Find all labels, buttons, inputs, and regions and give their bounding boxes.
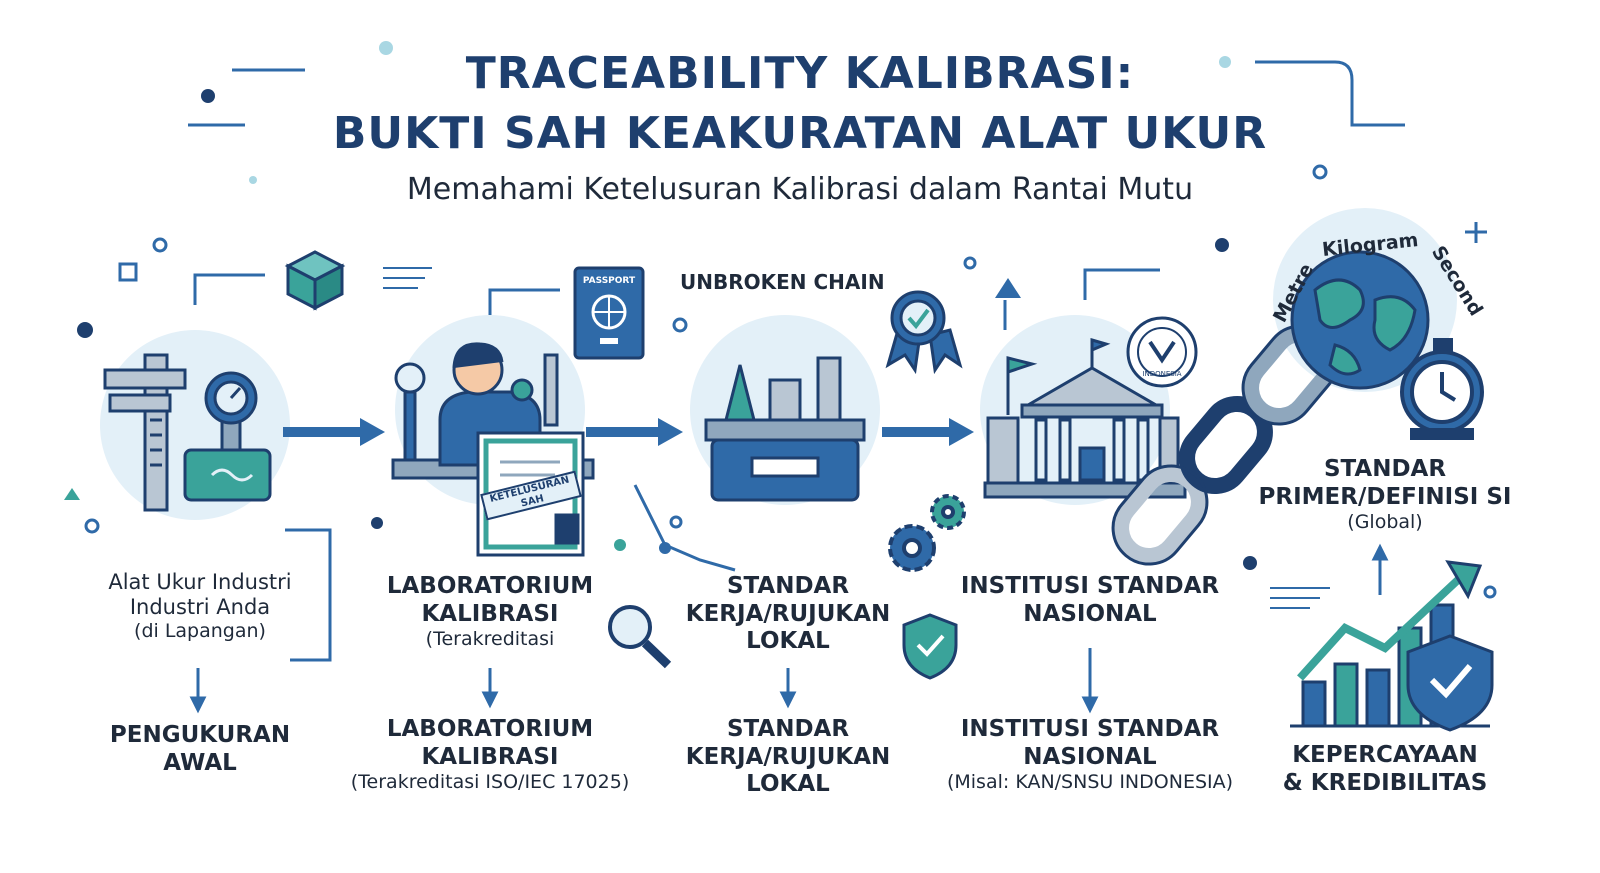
growth-chart-icon xyxy=(1290,560,1494,732)
pressure-gauge-icon xyxy=(183,371,272,502)
page-title-line-2: BUKTI SAH KEAKURATAN ALAT UKUR xyxy=(332,108,1268,159)
step5-upper-line-3: (Global) xyxy=(1347,511,1423,534)
step3-lower-line-2: KERJA/RUJUKAN xyxy=(685,743,891,770)
step1-lower-line-2: AWAL xyxy=(163,749,237,776)
step2-lower-label: LABORATORIUM KALIBRASI (Terakreditasi IS… xyxy=(335,716,645,794)
dots xyxy=(77,89,1257,570)
down-arrows xyxy=(189,543,1389,714)
gears-icon xyxy=(888,494,966,572)
step1-upper-line-3: (di Lapangan) xyxy=(134,620,266,643)
svg-text:INDONESIA: INDONESIA xyxy=(1142,370,1181,378)
caliper-icon xyxy=(103,353,187,512)
step4-upper-line-2: NASIONAL xyxy=(1023,600,1157,627)
step5-lower-line-1: KEPERCAYAAN xyxy=(1292,742,1478,768)
step3-upper-label: STANDAR KERJA/RUJUKAN LOKAL xyxy=(668,573,908,656)
stopwatch-icon xyxy=(1400,338,1484,440)
step3-lower-line-1: STANDAR xyxy=(726,716,850,742)
award-badge-icon xyxy=(885,290,963,375)
step2-lower-line-2: KALIBRASI xyxy=(421,743,559,770)
step5-lower-line-2: & KREDIBILITAS xyxy=(1282,769,1488,796)
step2-upper-line-3: (Terakreditasi xyxy=(425,628,555,651)
step4-upper-label: INSTITUSI STANDAR NASIONAL xyxy=(950,573,1230,628)
passport-icon xyxy=(573,266,645,360)
page-title-line-1: TRACEABILITY KALIBRASI: xyxy=(465,48,1135,99)
step4-lower-line-1: INSTITUSI STANDAR xyxy=(960,716,1220,742)
unbroken-chain-label: UNBROKEN CHAIN xyxy=(680,270,885,294)
step3-upper-line-3: LOKAL xyxy=(746,628,830,655)
step3-upper-line-1: STANDAR xyxy=(726,573,850,599)
seal-icon: INDONESIA xyxy=(1126,316,1198,388)
step4-lower-label: INSTITUSI STANDAR NASIONAL (Misal: KAN/S… xyxy=(930,716,1250,794)
step5-upper-line-2: PRIMER/DEFINISI SI xyxy=(1258,483,1512,510)
step4-lower-line-3: (Misal: KAN/SNSU INDONESIA) xyxy=(946,771,1234,794)
step1-upper-line-2: Industri Anda xyxy=(129,595,271,620)
step3-lower-label: STANDAR KERJA/RUJUKAN LOKAL xyxy=(668,716,908,799)
step1-lower-line-1: PENGUKURAN xyxy=(109,722,291,748)
step5-upper-label: STANDAR PRIMER/DEFINISI SI (Global) xyxy=(1250,456,1520,534)
step4-lower-line-2: NASIONAL xyxy=(1023,743,1157,770)
globe-icon xyxy=(1290,250,1430,390)
step1-upper-line-1: Alat Ukur Industri xyxy=(108,570,292,594)
light-dots xyxy=(249,41,1231,551)
standards-tray-icon xyxy=(704,356,866,502)
step2-lower-line-1: LABORATORIUM xyxy=(386,716,594,742)
step3-lower-line-3: LOKAL xyxy=(746,771,830,798)
step1-upper-label: Alat Ukur Industri Industri Anda (di Lap… xyxy=(75,570,325,643)
magnifier-icon xyxy=(608,605,672,669)
square-icon xyxy=(118,262,138,282)
step2-upper-line-2: KALIBRASI xyxy=(421,600,559,627)
shield-check-icon xyxy=(902,613,958,680)
triangle-icon xyxy=(64,488,80,500)
cube-icon xyxy=(284,250,346,311)
triangle-icon xyxy=(995,278,1021,298)
step1-lower-label: PENGUKURAN AWAL xyxy=(90,722,310,777)
step2-upper-line-1: LABORATORIUM xyxy=(386,573,594,599)
page-subtitle: Memahami Ketelusuran Kalibrasi dalam Ran… xyxy=(406,172,1194,207)
decorations xyxy=(188,60,1405,662)
plus-icon xyxy=(1465,222,1487,243)
step2-upper-label: LABORATORIUM KALIBRASI (Terakreditasi xyxy=(365,573,615,651)
ring-dots xyxy=(84,164,1497,599)
passport-label: PASSPORT xyxy=(582,276,636,286)
step4-upper-line-1: INSTITUSI STANDAR xyxy=(960,573,1220,599)
step5-lower-label: KEPERCAYAAN & KREDIBILITAS xyxy=(1265,742,1505,797)
flow-arrows xyxy=(283,418,974,446)
step2-lower-line-3: (Terakreditasi ISO/IEC 17025) xyxy=(350,771,630,794)
step3-upper-line-2: KERJA/RUJUKAN xyxy=(685,600,891,627)
step5-upper-line-1: STANDAR xyxy=(1323,456,1447,482)
